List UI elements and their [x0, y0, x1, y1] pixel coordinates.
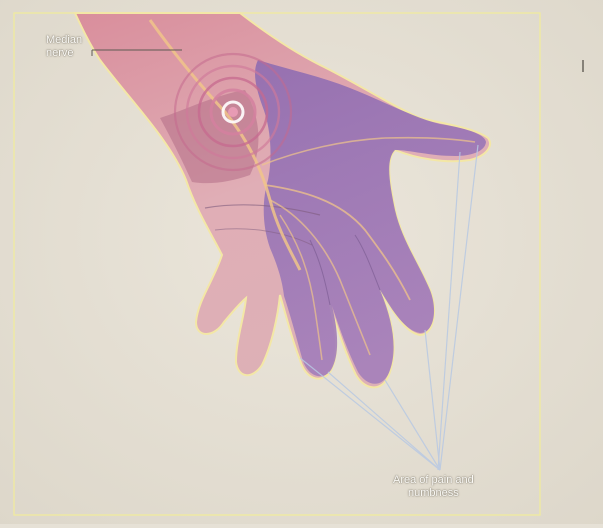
- area-label-line2: numbness: [393, 487, 474, 500]
- median-nerve-label: Median nerve: [46, 34, 82, 60]
- target-center: [228, 107, 238, 117]
- area-of-pain-label: Area of pain and numbness: [393, 474, 474, 500]
- median-nerve-label-line1: Median: [46, 34, 82, 47]
- area-label-line1: Area of pain and: [393, 474, 474, 487]
- median-nerve-label-line2: nerve: [46, 47, 82, 60]
